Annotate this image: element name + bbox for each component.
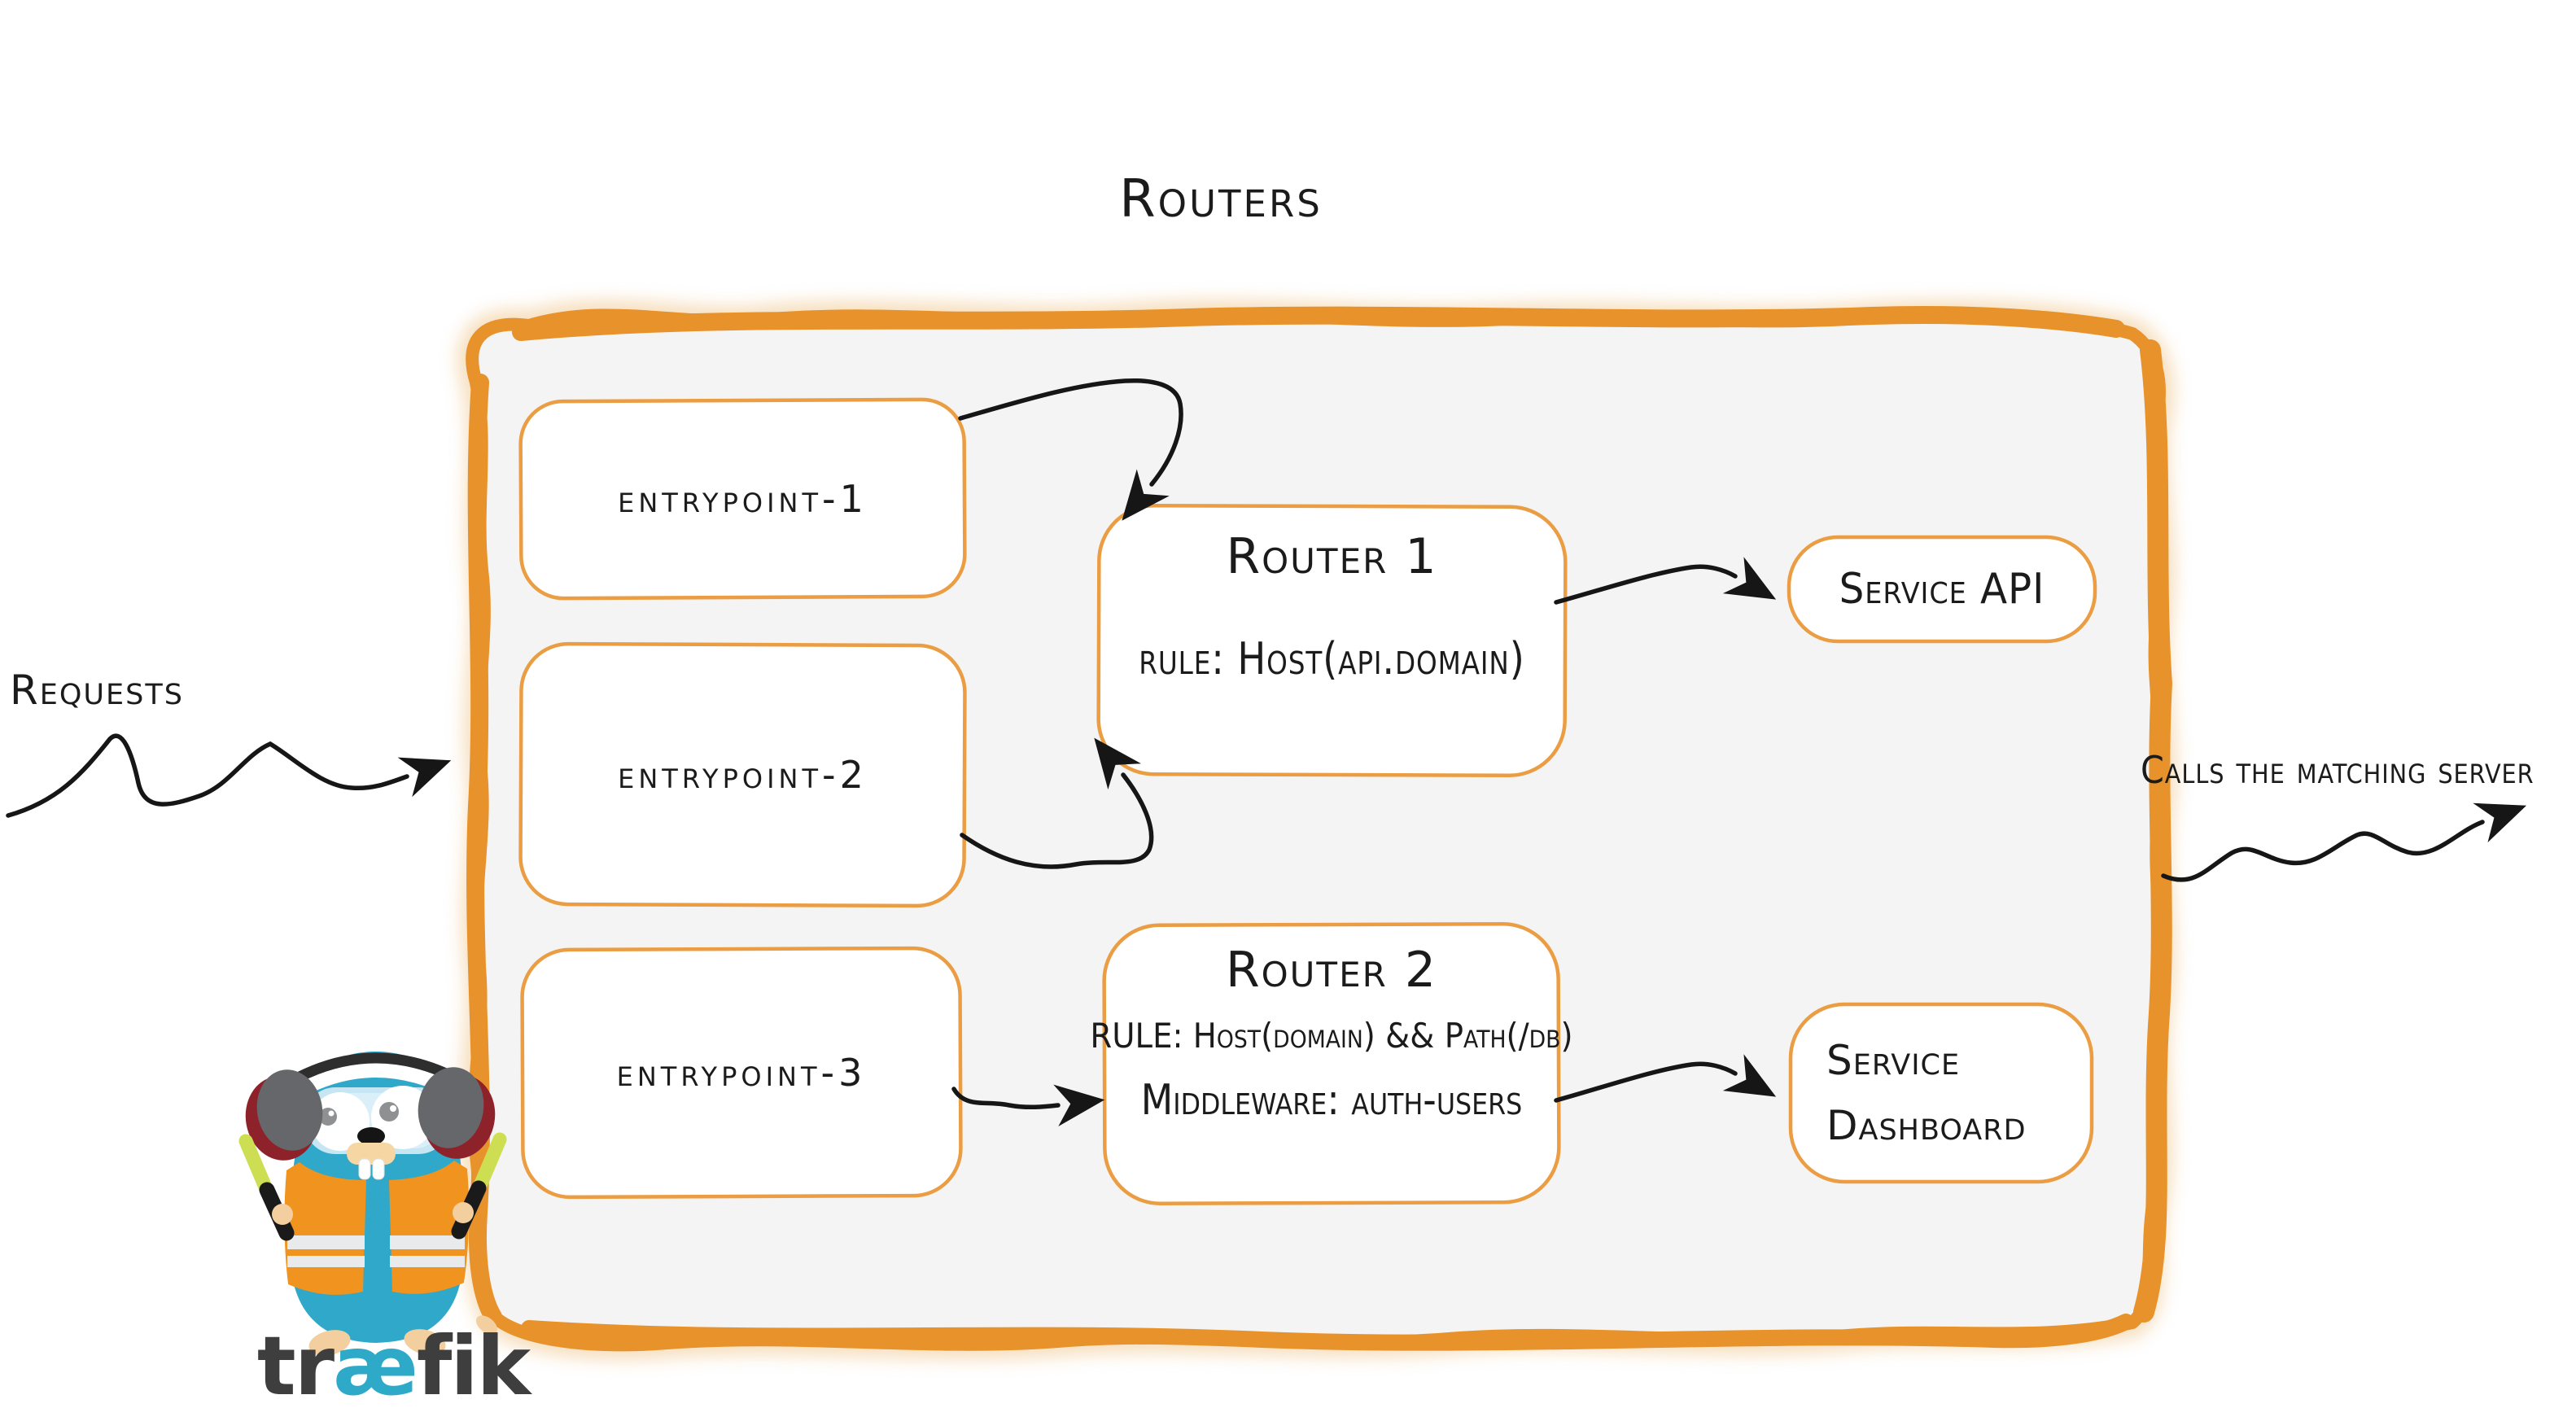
traefik-gopher-mascot [238, 1052, 507, 1356]
service-dashboard-label: Service Dashboard [1826, 1008, 2092, 1178]
router-1-title: Router 1 [1226, 528, 1438, 585]
page-title: Routers [1119, 169, 1323, 230]
router-2-middleware: Middleware: auth-users [1140, 1076, 1523, 1125]
arrow-router1-service-api [1554, 557, 1777, 605]
arrow-router2-service-dashboard [1554, 1054, 1777, 1103]
arrow-calls-out [2161, 802, 2527, 882]
wordmark-part1: tr [256, 1318, 335, 1408]
requests-label: Requests [10, 667, 184, 714]
router-1-rule: rule: Host(api.domain) [1139, 632, 1525, 684]
router-1-box [1096, 503, 1568, 778]
entrypoint-1-box [518, 397, 967, 601]
entrypoint-1-label: entrypoint-1 [618, 477, 868, 521]
service-dashboard-line1: Service [1826, 1037, 1961, 1084]
wordmark-part2: fik [416, 1318, 531, 1408]
gopher-light-sticks-icon [238, 1132, 507, 1241]
entrypoint-2-box [518, 641, 967, 908]
router-2-title: Router 2 [1225, 942, 1438, 999]
arrow-entrypoint2-router1 [960, 737, 1154, 869]
router-2-rule: RULE: Host(domain) && Path(/db) [1090, 1015, 1573, 1056]
gopher-headphones-icon [245, 1052, 496, 1161]
gopher-nose [357, 1127, 385, 1145]
service-dashboard-box [1788, 1002, 2094, 1184]
gopher-left-eye [311, 1092, 370, 1151]
entrypoint-2-label: entrypoint-2 [618, 753, 868, 797]
calls-matching-server-label: Calls the matching server [2141, 748, 2534, 792]
arrow-requests-in [6, 733, 452, 818]
service-api-box [1787, 535, 2097, 644]
entrypoint-3-box [520, 946, 963, 1200]
arrow-entrypoint3-router2 [951, 1084, 1105, 1126]
gopher-safety-vest [284, 1161, 470, 1295]
service-api-label: Service API [1839, 565, 2045, 614]
gopher-right-eye [371, 1086, 435, 1149]
wordmark-ae: æ [333, 1318, 418, 1408]
service-dashboard-line2: Dashboard [1826, 1102, 2027, 1149]
router-2-box [1102, 922, 1561, 1205]
arrow-entrypoint1-router1 [958, 378, 1183, 521]
entrypoint-3-label: entrypoint-3 [616, 1051, 867, 1095]
